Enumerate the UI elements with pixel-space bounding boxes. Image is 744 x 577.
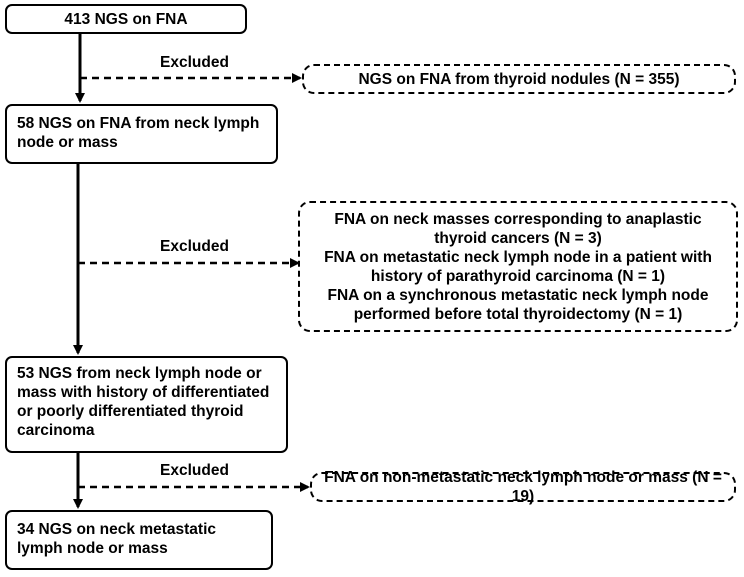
box-53-ngs: 53 NGS from neck lymph node or mass with… [5,356,288,453]
exclusion-item-synchronous: FNA on a synchronous metastatic neck lym… [327,286,709,323]
box-58-ngs: 58 NGS on FNA from neck lymph node or ma… [5,104,278,164]
excluded-label-3: Excluded [160,462,229,479]
exclusion-box-multi: FNA on neck masses corresponding to anap… [298,201,738,332]
exclusion-box-non-metastatic: FNA on non-metastatic neck lymph node or… [310,469,736,505]
exclusion-box-thyroid-nodules: NGS on FNA from thyroid nodules (N = 355… [302,64,736,94]
box-413-ngs: 413 NGS on FNA [5,4,247,34]
box-53-ngs-text: 53 NGS from neck lymph node or mass with… [17,365,270,439]
box-413-ngs-text: 413 NGS on FNA [64,10,188,28]
exclusion-item-parathyroid: FNA on metastatic neck lymph node in a p… [324,248,712,285]
box-58-ngs-text: 58 NGS on FNA from neck lymph node or ma… [17,115,260,151]
excluded-label-2: Excluded [160,238,229,255]
exclusion-item-anaplastic: FNA on neck masses corresponding to anap… [334,210,702,247]
exclusion-text-1: NGS on FNA from thyroid nodules (N = 355… [358,70,680,88]
box-34-ngs-text: 34 NGS on neck metastatic lymph node or … [17,521,216,557]
exclusion-text-3: FNA on non-metastatic neck lymph node or… [324,469,722,505]
excluded-label-1: Excluded [160,54,229,71]
box-34-ngs: 34 NGS on neck metastatic lymph node or … [5,510,273,570]
